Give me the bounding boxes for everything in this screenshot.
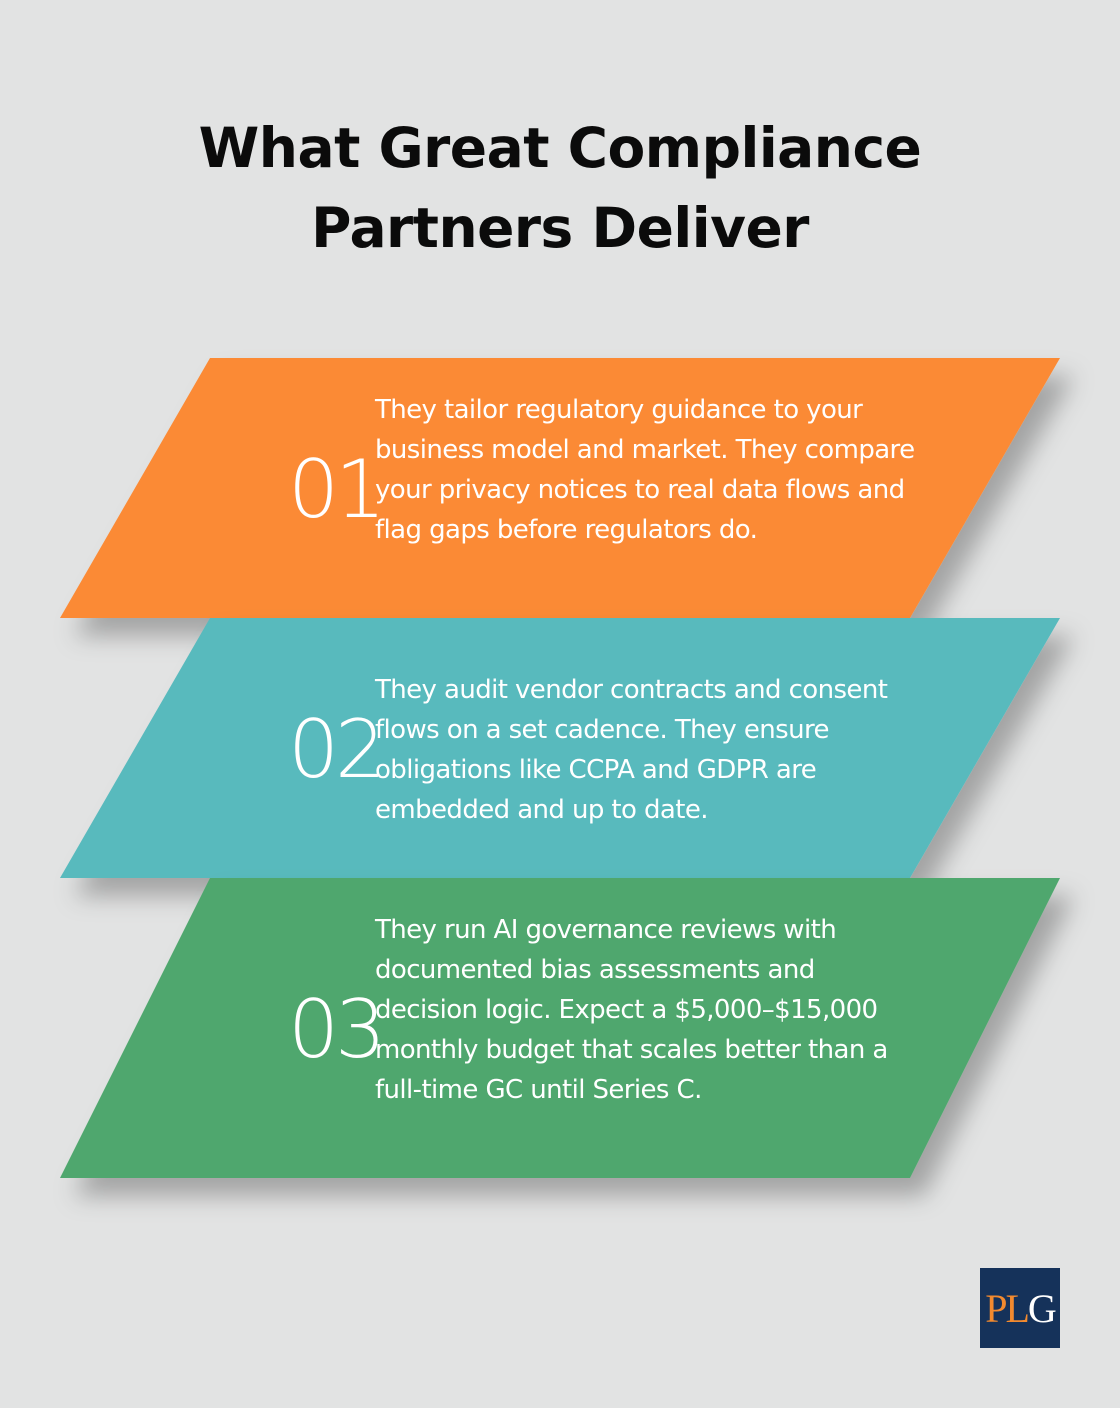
step-number-03: 03 (288, 983, 386, 1076)
step-number-01: 01 (288, 443, 386, 536)
step-parallelogram-02 (60, 618, 1060, 878)
step-parallelogram-03 (60, 878, 1060, 1178)
step-card-01: 01 They tailor regulatory guidance to yo… (60, 358, 1060, 618)
step-shape-03 (60, 878, 1060, 1178)
page-title: What Great Compliance Partners Deliver (0, 108, 1120, 268)
step-text-03: They run AI governance reviews with docu… (375, 915, 888, 1105)
step-text-02: They audit vendor contracts and consent … (375, 675, 888, 825)
step-text-01: They tailor regulatory guidance to your … (375, 395, 915, 545)
step-number-02: 02 (288, 703, 386, 796)
logo-text-g: G (1027, 1285, 1057, 1331)
step-parallelogram-01 (60, 358, 1060, 618)
step-card-03: 03 They run AI governance reviews with d… (60, 878, 1060, 1178)
title-line-2: Partners Deliver (311, 196, 809, 260)
title-line-1: What Great Compliance (198, 116, 922, 180)
step-shape-01 (60, 358, 1060, 618)
step-card-02: 02 They audit vendor contracts and conse… (60, 618, 1060, 878)
step-shape-02 (60, 618, 1060, 878)
logo-text-pl: PL (985, 1285, 1030, 1331)
